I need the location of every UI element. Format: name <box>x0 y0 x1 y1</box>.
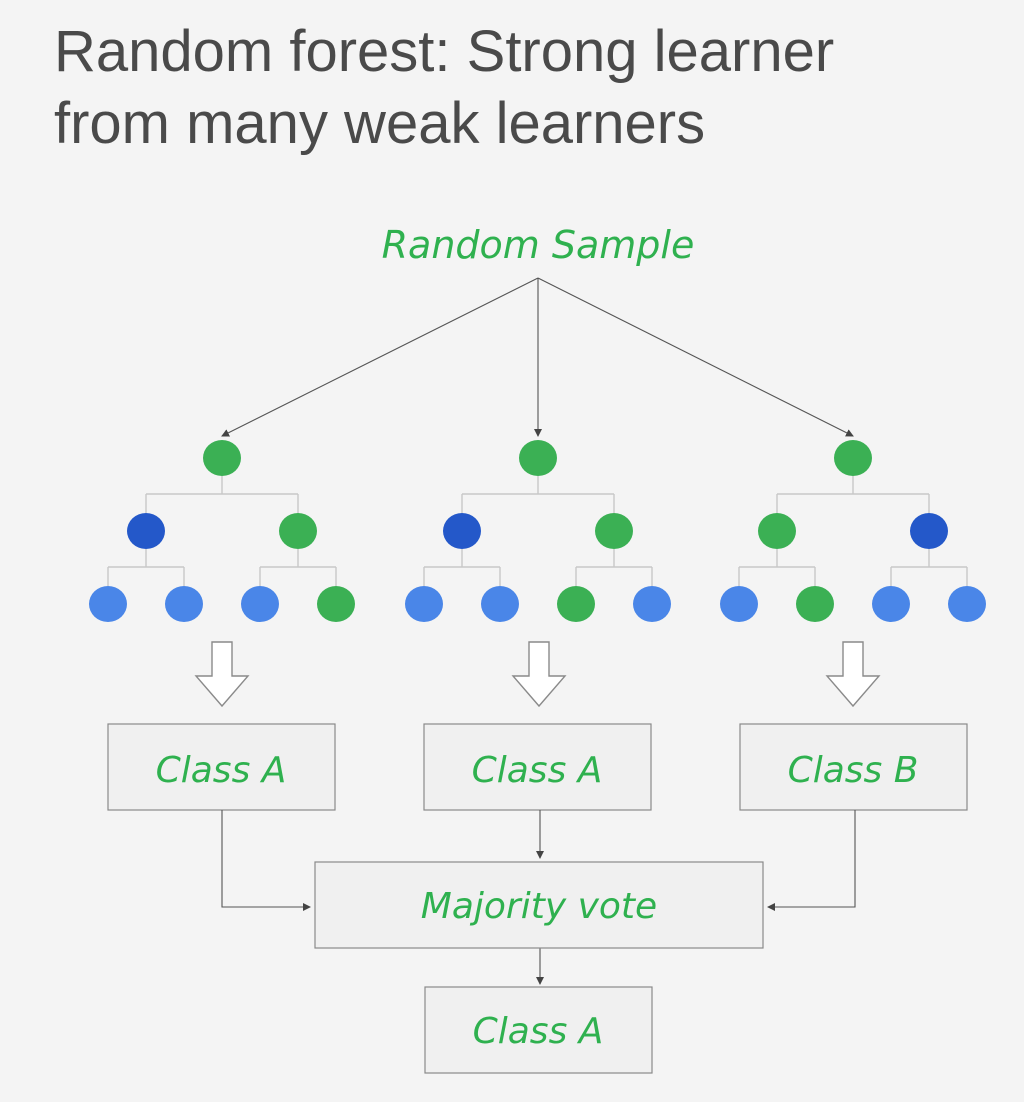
hollow-down-arrow-icon <box>511 641 567 708</box>
tree-3-level1-node <box>758 513 796 549</box>
tree-3-level1-node <box>910 513 948 549</box>
tree-2-prediction-label: Class A <box>472 750 603 791</box>
tree-2-leaf-node <box>405 586 443 622</box>
tree-3-prediction-box: Class B <box>739 723 968 811</box>
tree-1-root-node <box>203 440 241 476</box>
tree-3-branches-l1-2 <box>890 549 968 586</box>
tree-3-branches-root <box>776 476 930 513</box>
tree-3: Class B <box>720 440 986 811</box>
tree-3-leaf-node <box>796 586 834 622</box>
tree-2-leaf-node <box>633 586 671 622</box>
tree-1-branches-root <box>145 476 299 513</box>
tree-1-leaf-node <box>241 586 279 622</box>
final-class-box: Class A <box>424 986 653 1074</box>
tree-3-leaf-node <box>720 586 758 622</box>
title-line-1: Random forest: Strong learner <box>54 19 835 84</box>
hollow-down-arrow-icon <box>825 641 881 708</box>
prediction-frame <box>423 723 652 811</box>
tree-2-branches-l1-2 <box>575 549 653 586</box>
tree-1-level1-node <box>279 513 317 549</box>
tree-1-leaf-node <box>89 586 127 622</box>
tree-1-prediction-box: Class A <box>107 723 336 811</box>
sample-edges <box>221 277 854 437</box>
edge-sample-to-tree-1 <box>221 277 539 437</box>
majority-vote-box: Majority vote <box>314 861 764 949</box>
tree-3-leaf-node <box>948 586 986 622</box>
slide-title: Random forest: Strong learner from many … <box>54 16 1014 160</box>
edge-sample-to-tree-3 <box>537 277 854 437</box>
hollow-down-arrow-icon <box>194 641 250 708</box>
tree-2-level1-node <box>443 513 481 549</box>
tree-3-leaf-node <box>872 586 910 622</box>
vote-edges <box>221 810 856 985</box>
final-class-frame <box>424 986 653 1074</box>
tree-2-root-node <box>519 440 557 476</box>
tree-1-prediction-label: Class A <box>156 750 287 791</box>
tree-1-branches-l1-1 <box>107 549 185 586</box>
title-line-2: from many weak learners <box>54 91 706 156</box>
final-class-label: Class A <box>473 1011 604 1052</box>
tree-1: Class A <box>89 440 355 811</box>
tree-1-level1-node <box>127 513 165 549</box>
tree-2-leaf-node <box>481 586 519 622</box>
tree-2-leaf-node <box>557 586 595 622</box>
decision-trees: Class A Class A Class B <box>89 440 986 811</box>
tree-3-prediction-label: Class B <box>788 750 919 791</box>
prediction-frame <box>739 723 968 811</box>
tree-2-prediction-box: Class A <box>423 723 652 811</box>
tree-1-leaf-node <box>317 586 355 622</box>
tree-2: Class A <box>405 440 671 811</box>
tree-3-root-node <box>834 440 872 476</box>
tree-1-leaf-node <box>165 586 203 622</box>
tree-2-level1-node <box>595 513 633 549</box>
random-sample-label: Random Sample <box>382 223 695 267</box>
tree-2-branches-l1-1 <box>423 549 501 586</box>
tree-1-branches-l1-2 <box>259 549 337 586</box>
tree-3-branches-l1-1 <box>738 549 816 586</box>
tree-2-branches-root <box>461 476 615 513</box>
majority-vote-frame <box>314 861 764 949</box>
edge-tree3-to-vote <box>767 810 856 911</box>
edge-tree1-to-vote <box>221 810 311 911</box>
majority-vote-label: Majority vote <box>421 886 657 927</box>
